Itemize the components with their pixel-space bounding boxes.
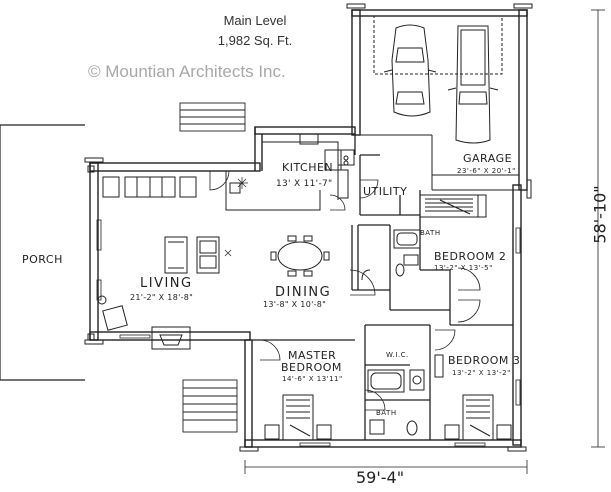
overall-width-dim: 59'-4"	[356, 468, 405, 487]
bedroom3-fixtures	[434, 354, 512, 441]
bedroom2-label: BEDROOM 2	[434, 250, 507, 263]
garage-label: GARAGE	[463, 152, 513, 165]
garage-dims: 23'-6" X 20'-1"	[457, 167, 516, 175]
master-label-line2: BEDROOM	[281, 361, 342, 374]
windows	[96, 219, 521, 447]
porch-outline	[0, 124, 85, 381]
dining-table	[270, 235, 330, 277]
kitchen-dims: 13' X 11'-7"	[276, 179, 333, 189]
level-title: Main Level	[223, 13, 287, 28]
wic-label: W.I.C.	[386, 351, 409, 359]
bath-upper-fixtures	[361, 229, 421, 281]
bedroom2-dims: 13'-2" X 13'-5"	[434, 264, 493, 272]
car-sedan	[383, 24, 437, 117]
living-dims: 21'-2" X 18'-8"	[130, 293, 194, 302]
bedroom2-bed	[419, 194, 487, 218]
dining-label: DINING	[275, 285, 332, 300]
bath-lower-label: BATH	[376, 409, 397, 417]
living-furniture	[97, 176, 220, 350]
kitchen-label: KITCHEN	[282, 161, 334, 174]
utility-label: UTILITY	[363, 185, 408, 198]
porch-label: PORCH	[22, 253, 63, 266]
upper-porch-steps	[179, 102, 246, 132]
living-label: LIVING	[140, 276, 193, 291]
doors	[209, 170, 481, 411]
garage-interior	[360, 15, 519, 191]
lower-steps	[182, 379, 238, 433]
master-fixtures	[264, 369, 425, 441]
dimension-lines	[244, 9, 605, 474]
area-label: 1,982 Sq. Ft.	[217, 33, 293, 48]
interior-walls	[252, 134, 513, 440]
plant-symbol	[236, 177, 248, 189]
copyright-watermark: © Mountian Architects Inc.	[88, 62, 286, 81]
dining-dims: 13'-8" X 10'-8"	[263, 300, 327, 309]
bedroom3-label: BEDROOM 3	[448, 354, 521, 367]
master-dims: 14'-6" X 13'11"	[282, 375, 343, 383]
kitchen-fixtures	[225, 133, 355, 211]
bedroom3-dims: 13'-2" X 13'-2"	[452, 369, 511, 377]
bath-upper-label: BATH	[420, 229, 441, 237]
porch-posts	[87, 165, 95, 341]
ceiling-fixture	[224, 249, 232, 257]
car-truck	[447, 25, 499, 144]
master-label-line1: MASTER	[288, 349, 337, 362]
overall-depth-dim: 58'-10"	[590, 185, 610, 244]
